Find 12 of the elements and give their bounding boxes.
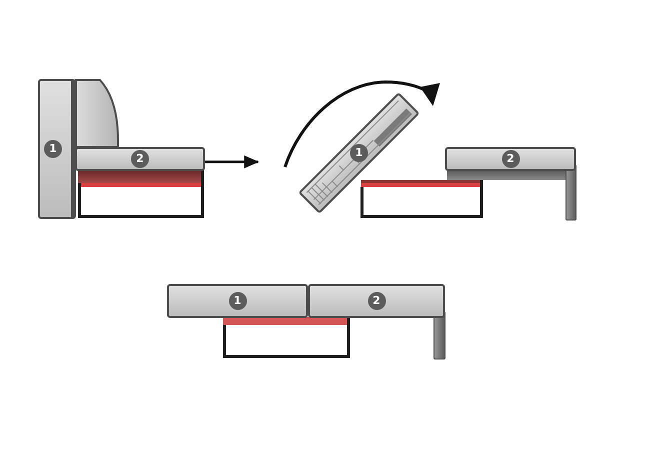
bed-panel xyxy=(308,284,445,318)
arrow xyxy=(205,155,260,168)
bed-panel xyxy=(167,284,308,318)
backrest-panel xyxy=(38,79,76,219)
seat-panel xyxy=(445,147,576,171)
callout-number: 1 xyxy=(228,292,246,310)
callout-number: 2 xyxy=(502,150,520,168)
callout-number: 1 xyxy=(350,144,368,162)
seat-panel xyxy=(75,147,205,171)
callout-number: 2 xyxy=(131,150,149,168)
callout-number: 1 xyxy=(44,140,62,158)
callout-number: 2 xyxy=(368,292,386,310)
